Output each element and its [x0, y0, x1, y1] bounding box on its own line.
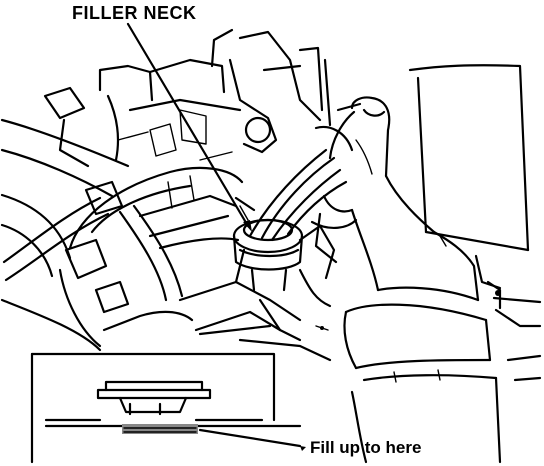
coolant-hose — [2, 180, 124, 282]
filler-neck-label: FILLER NECK — [72, 3, 197, 23]
hand-removing-cap — [248, 96, 502, 464]
upper-engine-components — [43, 28, 332, 168]
fluid-level-hatch — [122, 424, 198, 434]
filler-neck-assembly — [232, 196, 304, 292]
left-fender-lines — [0, 118, 130, 352]
fill-level-label: Fill up to here — [310, 438, 422, 457]
lower-engine-details — [198, 224, 336, 362]
fill-level-inset — [30, 352, 306, 464]
right-body-panels — [336, 64, 542, 382]
engine-housing — [58, 166, 302, 348]
filler-neck-leader-line — [126, 22, 252, 232]
